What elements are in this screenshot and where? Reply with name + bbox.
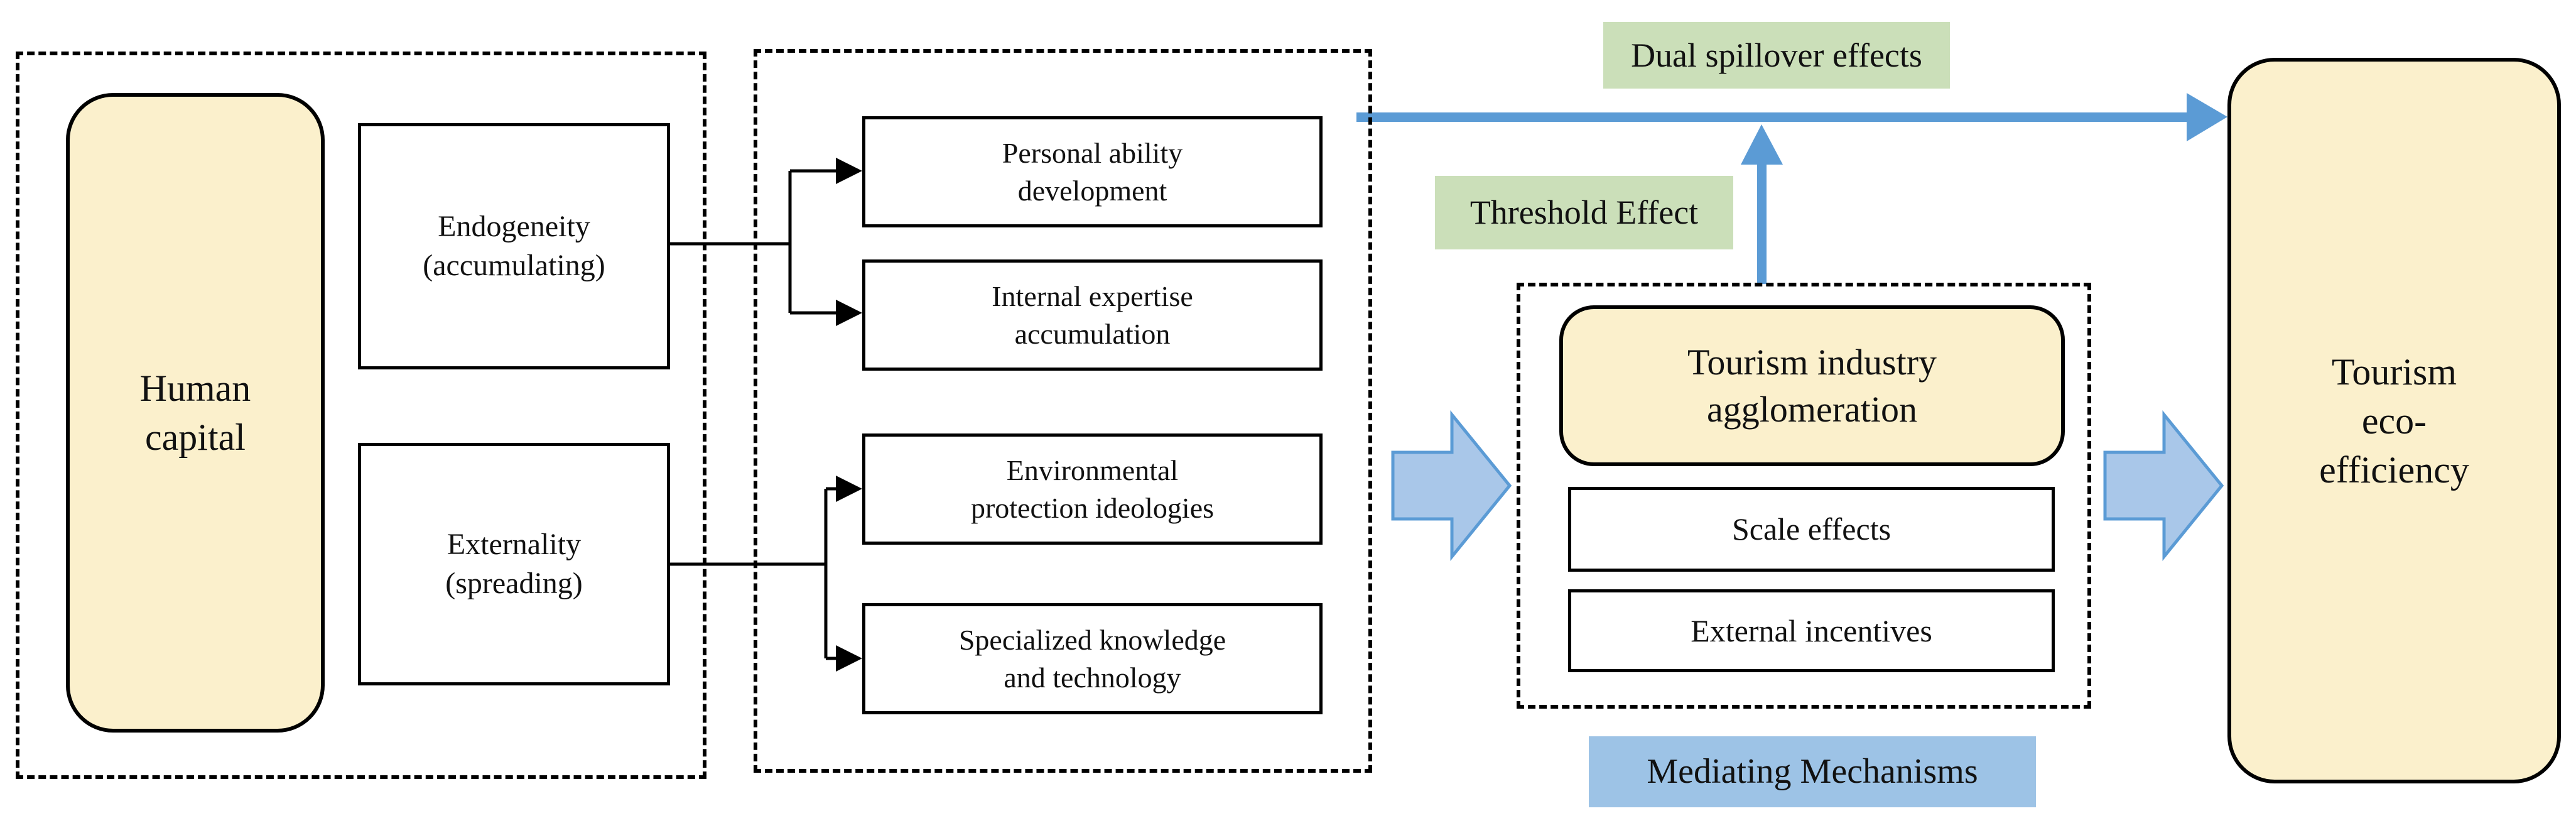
outcome-input-chevron-arrow	[2103, 410, 2224, 562]
channel-box-internal-expertise: Internal expertise accumulation	[862, 259, 1323, 371]
human-capital-group-frame	[16, 52, 706, 779]
mediating-mechanisms-text: Mediating Mechanisms	[1647, 752, 1978, 792]
threshold-effect-text: Threshold Effect	[1469, 193, 1699, 232]
threshold-arrow-shaft	[1757, 161, 1767, 284]
channel-box-personal-ability: Personal ability development	[862, 116, 1323, 227]
threshold-effect-label: Threshold Effect	[1435, 176, 1733, 249]
human-capital-label: Human capital	[139, 368, 251, 458]
mediating-input-chevron-arrow	[1391, 410, 1512, 562]
tourism-eco-efficiency-label: Tourism eco- efficiency	[2319, 351, 2469, 491]
externality-box: Externality (spreading)	[358, 443, 670, 685]
external-incentives-label: External incentives	[1691, 613, 1932, 648]
endogeneity-arrowhead-personal	[836, 158, 862, 184]
external-incentives-box: External incentives	[1568, 589, 2055, 672]
tourism-agglomeration-label: Tourism industry agglomeration	[1687, 341, 1937, 430]
scale-effects-label: Scale effects	[1731, 511, 1891, 547]
externality-arrowhead-environmental	[836, 476, 862, 502]
externality-arrowhead-specialized	[836, 645, 862, 672]
human-capital-box: Human capital	[66, 93, 325, 733]
threshold-arrowhead	[1741, 124, 1783, 165]
channel-label-specialized-knowledge: Specialized knowledge and technology	[958, 623, 1226, 694]
channel-box-specialized-knowledge: Specialized knowledge and technology	[862, 603, 1323, 714]
scale-effects-box: Scale effects	[1568, 487, 2055, 572]
tourism-eco-efficiency-box: Tourism eco- efficiency	[2227, 58, 2561, 783]
mediating-group-frame	[1517, 283, 2091, 709]
dual-spillover-effects-label: Dual spillover effects	[1603, 22, 1950, 89]
dual-spillover-effects-text: Dual spillover effects	[1631, 36, 1922, 74]
channel-label-environmental-protection: Environmental protection ideologies	[970, 454, 1215, 524]
dual-spillover-arrowhead	[2187, 93, 2227, 141]
dual-spillover-arrow-shaft	[1356, 112, 2192, 122]
channel-label-internal-expertise: Internal expertise accumulation	[992, 280, 1193, 350]
endogeneity-box: Endogeneity (accumulating)	[358, 123, 670, 369]
channels-group-frame	[754, 49, 1372, 773]
externality-connector-line	[669, 487, 839, 660]
externality-label: Externality (spreading)	[445, 527, 583, 600]
tourism-agglomeration-box: Tourism industry agglomeration	[1559, 305, 2065, 466]
endogeneity-arrowhead-internal	[836, 300, 862, 326]
endogeneity-label: Endogeneity (accumulating)	[423, 209, 605, 282]
channel-box-environmental-protection: Environmental protection ideologies	[862, 433, 1323, 545]
endogeneity-connector-line	[669, 169, 839, 315]
channel-label-personal-ability: Personal ability development	[1002, 136, 1183, 207]
mediating-mechanisms-label: Mediating Mechanisms	[1589, 736, 2036, 807]
